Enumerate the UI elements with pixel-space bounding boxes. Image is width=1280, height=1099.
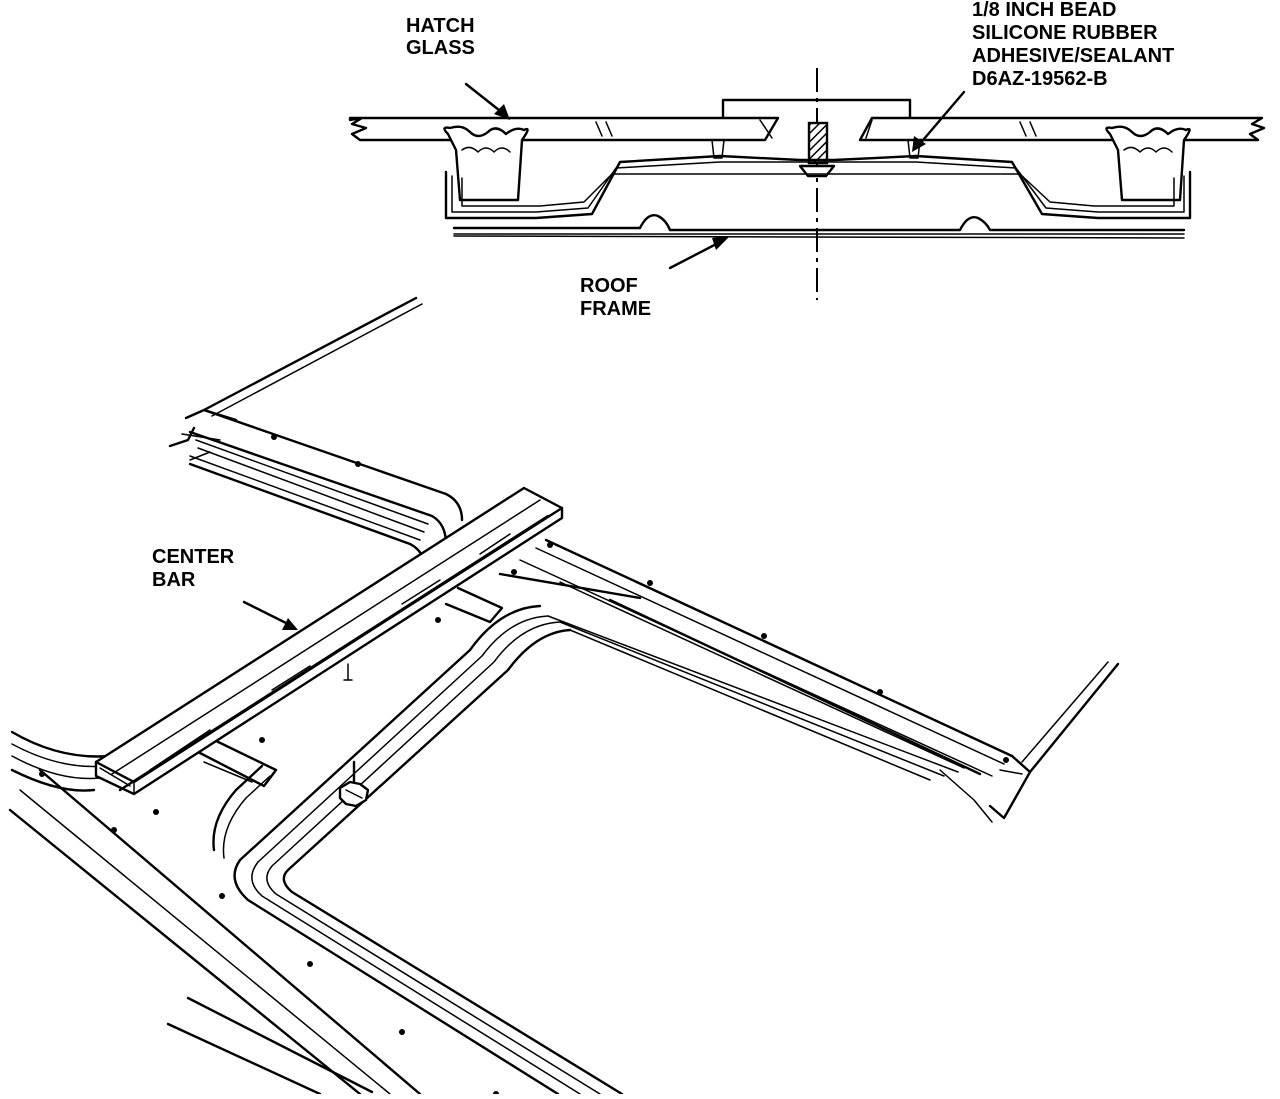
right-weatherstrip [1105, 125, 1191, 202]
roof-frame-section [444, 154, 1192, 239]
svg-text:FRAME: FRAME [580, 298, 651, 320]
rivet-dots [39, 434, 1009, 1097]
center-bar [94, 486, 564, 796]
svg-text:ADHESIVE/SEALANT: ADHESIVE/SEALANT [972, 45, 1174, 67]
screw-fastener [338, 663, 370, 808]
label-hatch-glass: HATCH GLASS [406, 15, 475, 59]
svg-text:SILICONE RUBBER: SILICONE RUBBER [972, 22, 1158, 44]
svg-text:D6AZ-19562-B: D6AZ-19562-B [972, 68, 1108, 90]
svg-text:ROOF: ROOF [580, 275, 638, 297]
hatch-glass-leader [464, 82, 506, 116]
label-center-bar: CENTER BAR [152, 546, 235, 591]
sealant-leader [916, 90, 966, 148]
left-weatherstrip [443, 125, 529, 202]
label-roof-frame: ROOF FRAME [580, 275, 651, 320]
cross-section-detail [348, 68, 1266, 300]
left-hatch-glass [348, 116, 780, 142]
svg-text:GLASS: GLASS [406, 37, 475, 59]
label-sealant: 1/8 INCH BEAD SILICONE RUBBER ADHESIVE/S… [972, 0, 1174, 90]
center-bar-leader [242, 600, 294, 628]
center-bar-cap [721, 98, 912, 120]
svg-text:HATCH: HATCH [406, 15, 475, 37]
sealant-bead [807, 121, 829, 165]
svg-text:CENTER: CENTER [152, 546, 235, 568]
svg-text:1/8 INCH BEAD: 1/8 INCH BEAD [972, 0, 1116, 21]
right-hatch-glass [858, 116, 1266, 142]
perspective-view [8, 296, 1120, 1097]
svg-text:BAR: BAR [152, 569, 196, 591]
